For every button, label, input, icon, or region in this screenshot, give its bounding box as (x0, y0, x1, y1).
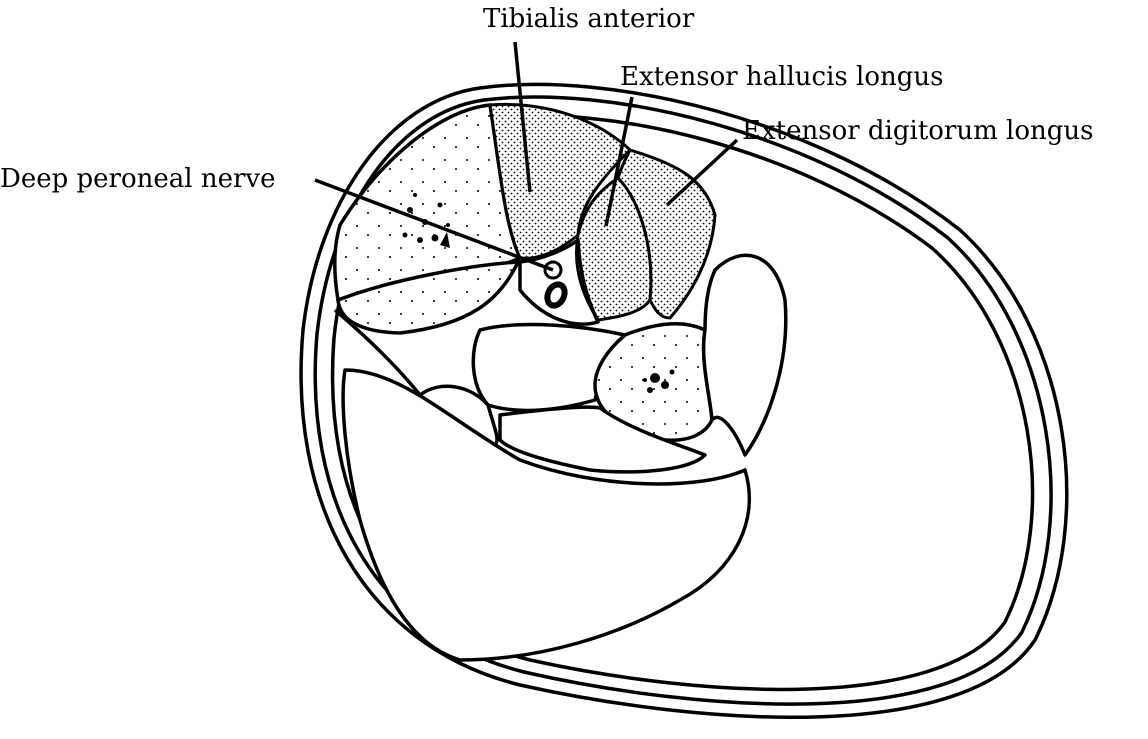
peroneal-compartment (701, 253, 788, 457)
tibialis-anterior-pointer (513, 41, 532, 193)
soleus-gastrocnemius (341, 368, 751, 662)
anterior-tibial-artery (544, 281, 568, 309)
label-extensor-hallucis-longus: Extensor hallucis longus (620, 62, 943, 92)
extensor-digitorum-longus-muscle (616, 148, 717, 320)
extensor-digitorum-longus-pointer (665, 138, 739, 207)
tibia-lower (336, 260, 521, 335)
fibula-marrow-marks (643, 369, 675, 393)
label-deep-peroneal-nerve: Deep peroneal nerve (0, 164, 276, 194)
interosseous-membrane (471, 322, 627, 413)
fascia-outline (330, 113, 1035, 692)
lateral-septum (333, 308, 422, 397)
label-tibialis-anterior: Tibialis anterior (483, 4, 695, 34)
deep-posterior-middle (498, 405, 707, 474)
skin-inner-outline (313, 95, 1053, 706)
extensor-hallucis-longus-pointer (604, 96, 634, 227)
skin-outer-outline (299, 82, 1069, 719)
deep-peroneal-nerve-pointer (314, 178, 554, 272)
neurovascular-space (518, 238, 600, 326)
tibia-marrow-marks (402, 193, 450, 248)
label-extensor-digitorum-longus: Extensor digitorum longus (742, 116, 1093, 146)
